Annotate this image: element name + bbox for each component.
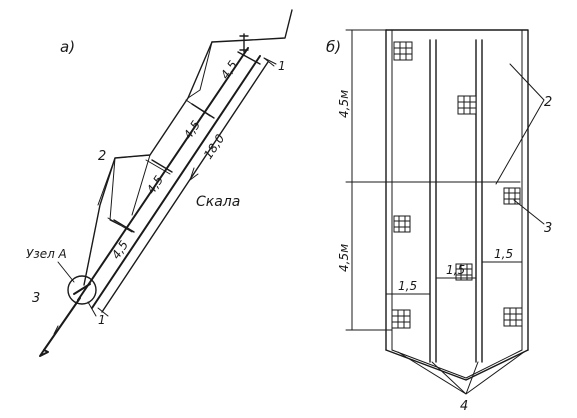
node-a-circle <box>67 275 97 305</box>
callout-2: 2 <box>98 149 106 164</box>
panel-b-label: б) <box>326 38 341 56</box>
height-label-bottom: 4,5м <box>337 244 351 272</box>
node-a-clamp <box>73 283 91 295</box>
guy-rope-top-inner <box>187 41 213 99</box>
panel-a-label: а) <box>60 38 75 56</box>
callout-1-bottom: 1 <box>98 313 106 327</box>
guy-rope-fan-c <box>97 157 116 206</box>
callout-b-3: 3 <box>544 221 552 236</box>
height-dimension-ticks <box>345 29 521 331</box>
panel-a: а) 4,5 4,5 4,5 4,5 18,0 Скала <box>26 9 293 357</box>
mesh-panel-3 <box>503 187 521 205</box>
net-divider-3 <box>151 159 173 173</box>
segment-label-3: 4,5 <box>144 173 166 197</box>
callout-3: 3 <box>32 291 40 306</box>
mesh-panel-6 <box>391 309 411 329</box>
net-edge-upper <box>77 47 249 301</box>
callout-b-2: 2 <box>544 95 552 110</box>
callout-1-top: 1 <box>278 59 286 73</box>
callout-2-leaders <box>495 63 545 185</box>
panel-b: б) 4,5м 4,5м <box>326 29 552 414</box>
callout-4-leaders <box>397 351 525 395</box>
mesh-panel-2 <box>457 95 477 115</box>
top-anchor-line <box>211 9 293 43</box>
callout-1-top-leader <box>263 57 277 65</box>
total-length-label: 18,0 <box>201 131 228 161</box>
net-divider-4 <box>113 219 135 233</box>
mesh-panel-5 <box>455 263 473 281</box>
bottom-anchor-rod <box>43 297 81 351</box>
bottom-v-inner <box>391 349 523 379</box>
seam-1 <box>429 39 437 363</box>
callout-b-4: 4 <box>460 399 468 414</box>
mesh-panel-7 <box>503 307 523 327</box>
net-divider-1 <box>237 51 261 65</box>
bottom-anchor-tip <box>39 349 49 357</box>
mesh-panel-1 <box>393 41 413 61</box>
net-edge-lower <box>91 55 261 309</box>
mesh-panel-4 <box>393 215 411 233</box>
segment-label-4: 4,5 <box>109 238 131 262</box>
node-a-label: Узел А <box>26 247 67 261</box>
mesh-grid-lines <box>391 41 523 329</box>
width-label-2: 1,5 <box>446 263 465 277</box>
bottom-v <box>385 349 529 381</box>
width-label-1: 1,5 <box>398 279 417 293</box>
seam-2 <box>475 39 483 363</box>
callout-3-leader <box>513 199 545 225</box>
dimension-arrow <box>189 167 199 181</box>
dimension-ticks-mid <box>107 99 211 233</box>
bottom-anchor-mark <box>53 325 59 335</box>
node-a-leader <box>57 261 75 283</box>
rock-label: Скала <box>196 194 240 210</box>
frame-right <box>385 29 529 351</box>
width-label-3: 1,5 <box>494 247 513 261</box>
guy-rope-fan-a <box>114 154 151 216</box>
dimension-line-total <box>101 61 269 313</box>
height-label-top: 4,5м <box>337 90 351 118</box>
callout-1-bottom-leader <box>87 301 97 317</box>
segment-label-1: 4,5 <box>218 58 240 82</box>
segment-label-2: 4,5 <box>181 118 203 142</box>
